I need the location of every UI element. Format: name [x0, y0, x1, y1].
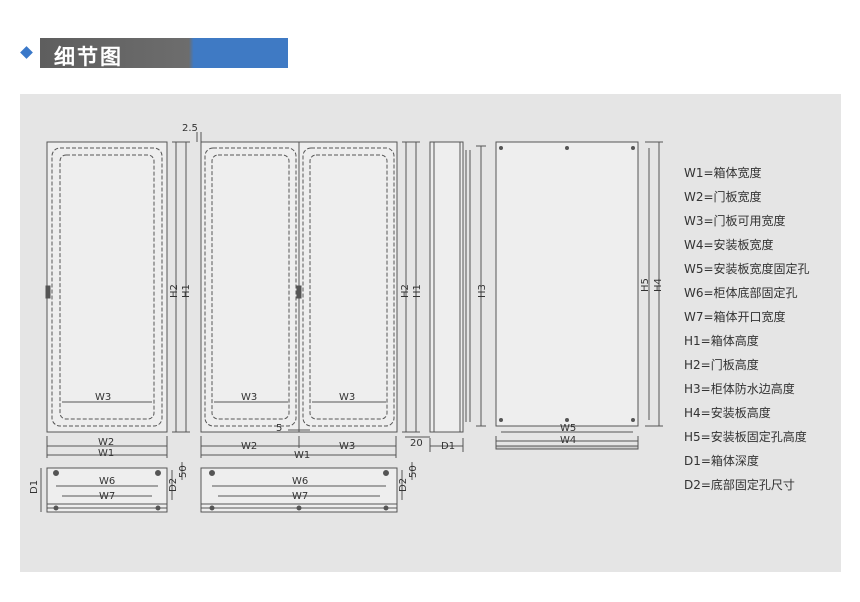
legend-item: W7=箱体开口宽度	[684, 310, 786, 324]
base-50-double-label: 50	[408, 465, 419, 478]
d2-label: D2	[168, 478, 179, 492]
legend-item: W5=安装板宽度固定孔	[684, 262, 810, 276]
legend-item: H2=门板高度	[684, 358, 759, 372]
legend-item: H1=箱体高度	[684, 334, 759, 348]
w4-label: W4	[560, 435, 576, 446]
w7-label: W7	[99, 491, 115, 502]
legend-item: W2=门板宽度	[684, 190, 762, 204]
legend-item: H4=安装板高度	[684, 406, 771, 420]
h2-label: H2	[169, 284, 180, 298]
w2-double-label: W2	[241, 441, 257, 452]
h1-double-label: H1	[412, 284, 423, 298]
section-header: 细节图	[20, 38, 288, 69]
side-20-label: 20	[410, 438, 423, 449]
title-bar: 细节图	[40, 38, 288, 69]
legend-item: D1=箱体深度	[684, 454, 759, 468]
section-title: 细节图	[54, 45, 123, 69]
single-door-cabinet	[45, 141, 190, 458]
w3-double-label: W3	[339, 441, 355, 452]
h1-label: H1	[181, 284, 192, 298]
bottom-view-double	[200, 462, 413, 513]
w1-double-label: W1	[294, 450, 310, 461]
w6-label: W6	[99, 476, 115, 487]
legend-item: W3=门板可用宽度	[684, 214, 786, 228]
d2-double-label: D2	[398, 478, 409, 492]
bottom-view-single	[40, 462, 183, 513]
w3-label: W3	[95, 392, 111, 403]
legend-item: H3=柜体防水边高度	[684, 382, 795, 396]
w1-label: W1	[98, 448, 114, 459]
h4-label: H4	[653, 278, 664, 292]
h5-label: H5	[640, 278, 651, 292]
gap-label: 5	[276, 423, 282, 434]
legend-item: D2=底部固定孔尺寸	[684, 478, 795, 492]
double-door-cabinet	[196, 132, 420, 458]
h2-double-label: H2	[400, 284, 411, 298]
legend-item: W1=箱体宽度	[684, 166, 762, 180]
legend-item: W6=柜体底部固定孔	[684, 286, 798, 300]
base-50-label: 50	[178, 465, 189, 478]
side-view	[405, 141, 486, 452]
w5-label: W5	[560, 423, 576, 434]
w3-right-label: W3	[339, 392, 355, 403]
d1-label: D1	[441, 441, 455, 452]
w6-double-label: W6	[292, 476, 308, 487]
legend-list: W1=箱体宽度 W2=门板宽度 W3=门板可用宽度 W4=安装板宽度 W5=安装…	[684, 164, 810, 500]
legend-item: H5=安装板固定孔高度	[684, 430, 807, 444]
door-handle-icon	[45, 285, 51, 299]
mounting-plate	[495, 141, 663, 450]
w3-left-label: W3	[241, 392, 257, 403]
door-handle-icon	[296, 285, 302, 299]
d1-bottom-label: D1	[29, 480, 40, 494]
h3-label: H3	[477, 284, 488, 298]
w2-label: W2	[98, 437, 114, 448]
legend-item: W4=安装板宽度	[684, 238, 774, 252]
w7-double-label: W7	[292, 491, 308, 502]
thickness-label: 2.5	[182, 123, 198, 134]
